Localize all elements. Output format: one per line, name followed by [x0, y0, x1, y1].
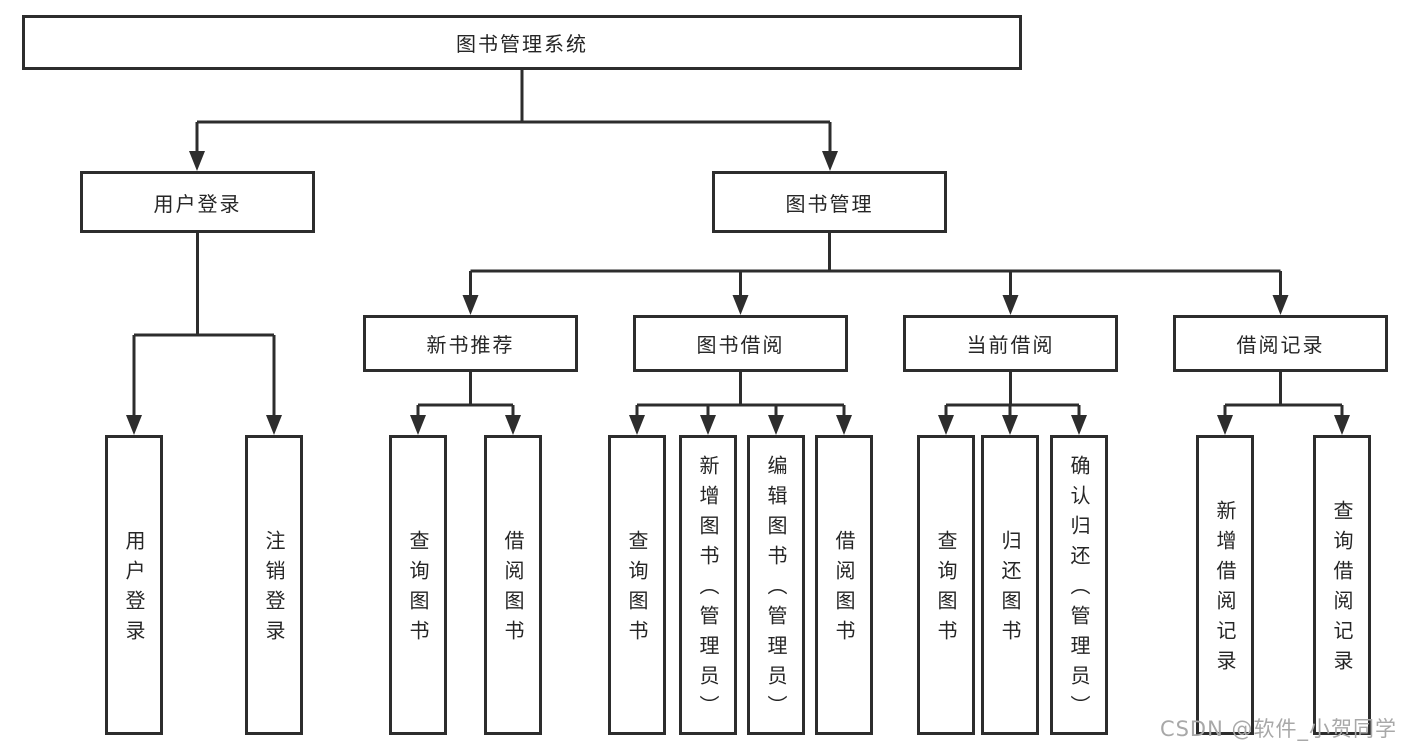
- arrow-down-icon: [189, 151, 205, 171]
- leaf-query-borrow-record: 查询借阅记录: [1313, 435, 1371, 735]
- node-root-label: 图书管理系统: [456, 32, 588, 56]
- leaf-logout: 注销登录: [245, 435, 303, 735]
- csdn-watermark: CSDN @软件_小贺同学: [1159, 717, 1397, 741]
- arrow-down-icon: [1272, 295, 1289, 315]
- leaf-query-books-recommend-label: 查询图书: [406, 530, 430, 650]
- arrow-down-icon: [410, 415, 426, 435]
- node-current-borrow: 当前借阅: [903, 315, 1118, 372]
- node-borrow-records: 借阅记录: [1173, 315, 1388, 372]
- node-book-management: 图书管理: [712, 171, 947, 233]
- arrow-down-icon: [822, 151, 838, 171]
- leaf-query-books-recommend: 查询图书: [389, 435, 447, 735]
- leaf-add-borrow-record-label: 新增借阅记录: [1213, 500, 1237, 680]
- node-new-book-recommend: 新书推荐: [363, 315, 578, 372]
- leaf-query-books-borrow-label: 查询图书: [625, 530, 649, 650]
- leaf-add-book-admin: 新增图书（管理员）: [679, 435, 737, 735]
- node-book-management-label: 图书管理: [785, 191, 874, 216]
- arrow-down-icon: [768, 415, 784, 435]
- arrow-down-icon: [1334, 415, 1350, 435]
- node-new-book-recommend-label: 新书推荐: [426, 333, 515, 357]
- leaf-query-books-current: 查询图书: [917, 435, 975, 735]
- leaf-confirm-return-admin-label: 确认归还（管理员）: [1067, 455, 1091, 725]
- node-book-borrow: 图书借阅: [633, 315, 848, 372]
- leaf-borrow-books: 借阅图书: [815, 435, 873, 735]
- leaf-borrow-books-recommend-label: 借阅图书: [501, 530, 525, 650]
- arrow-down-icon: [938, 415, 954, 435]
- leaf-query-books-borrow: 查询图书: [608, 435, 666, 735]
- leaf-add-borrow-record: 新增借阅记录: [1196, 435, 1254, 735]
- arrow-down-icon: [126, 415, 142, 435]
- leaf-logout-label: 注销登录: [262, 530, 286, 650]
- leaf-return-book: 归还图书: [981, 435, 1039, 735]
- arrow-down-icon: [462, 295, 479, 315]
- node-current-borrow-label: 当前借阅: [966, 333, 1055, 357]
- arrow-down-icon: [629, 415, 645, 435]
- node-root: 图书管理系统: [22, 15, 1022, 70]
- arrow-down-icon: [1002, 415, 1018, 435]
- leaf-add-book-admin-label: 新增图书（管理员）: [696, 455, 720, 725]
- arrow-down-icon: [836, 415, 852, 435]
- arrow-down-icon: [505, 415, 521, 435]
- leaf-borrow-books-recommend: 借阅图书: [484, 435, 542, 735]
- arrow-down-icon: [266, 415, 282, 435]
- node-book-borrow-label: 图书借阅: [696, 333, 785, 357]
- leaf-edit-book-admin-label: 编辑图书（管理员）: [764, 455, 788, 725]
- arrowhead-icons: [126, 151, 1350, 435]
- leaf-query-borrow-record-label: 查询借阅记录: [1330, 500, 1354, 680]
- leaf-user-login: 用户登录: [105, 435, 163, 735]
- arrow-down-icon: [700, 415, 716, 435]
- leaf-query-books-current-label: 查询图书: [934, 530, 958, 650]
- node-user-login-label: 用户登录: [153, 191, 242, 216]
- leaf-edit-book-admin: 编辑图书（管理员）: [747, 435, 805, 735]
- leaf-confirm-return-admin: 确认归还（管理员）: [1050, 435, 1108, 735]
- arrow-down-icon: [1002, 295, 1019, 315]
- arrow-down-icon: [1217, 415, 1233, 435]
- leaf-borrow-books-label: 借阅图书: [832, 530, 856, 650]
- arrow-down-icon: [732, 295, 749, 315]
- node-user-login: 用户登录: [80, 171, 315, 233]
- leaf-user-login-label: 用户登录: [122, 530, 146, 650]
- arrow-down-icon: [1071, 415, 1087, 435]
- node-borrow-records-label: 借阅记录: [1236, 333, 1325, 357]
- leaf-return-book-label: 归还图书: [998, 530, 1022, 650]
